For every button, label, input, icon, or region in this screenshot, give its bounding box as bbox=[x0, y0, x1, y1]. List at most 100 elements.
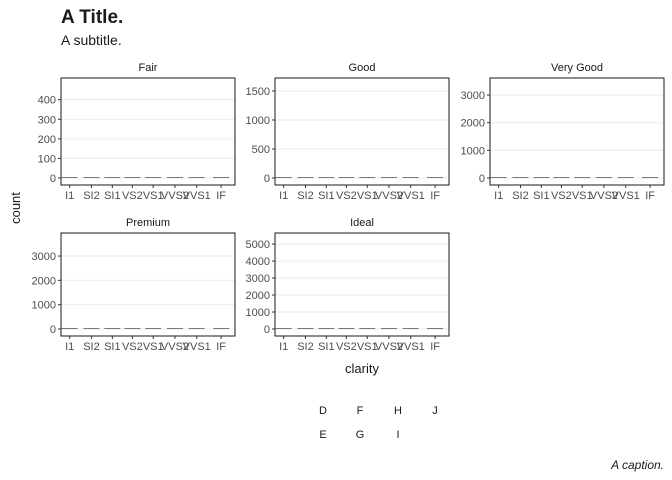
x-axis-title: clarity bbox=[345, 361, 379, 376]
panel-border-fair bbox=[60, 77, 236, 186]
bar-good-si2 bbox=[297, 177, 314, 178]
bar-fair-si1 bbox=[104, 177, 121, 178]
y-tick-label-very-good: 3000 bbox=[461, 90, 485, 102]
bar-very-good-vs2 bbox=[553, 177, 570, 178]
x-tick-label-good: I1 bbox=[279, 190, 288, 202]
x-tick-label-ideal: SI1 bbox=[318, 341, 335, 353]
bar-premium-i1 bbox=[61, 328, 78, 329]
facet-label-ideal: Ideal bbox=[350, 217, 374, 229]
x-tick-label-fair: I1 bbox=[65, 190, 74, 202]
x-tick-label-premium: VVS2 bbox=[161, 341, 189, 353]
panel-fair bbox=[61, 78, 235, 185]
x-tick-label-fair: VS2 bbox=[122, 190, 143, 202]
bar-very-good-vvs1 bbox=[617, 177, 634, 178]
x-tick-label-ideal: VVS1 bbox=[397, 341, 425, 353]
bar-premium-vs1 bbox=[145, 328, 162, 329]
x-tick-label-premium: IF bbox=[216, 341, 226, 353]
bar-fair-i1 bbox=[61, 177, 78, 178]
y-tick-label-fair: 300 bbox=[38, 114, 56, 126]
chart-title: A Title. bbox=[61, 7, 124, 28]
y-tick-label-good: 0 bbox=[264, 173, 270, 185]
x-tick-label-very-good: SI1 bbox=[533, 190, 550, 202]
bar-very-good-si2 bbox=[512, 177, 529, 178]
panel-border-premium bbox=[60, 232, 236, 337]
bar-fair-vs1 bbox=[145, 177, 162, 178]
bar-good-if bbox=[427, 177, 444, 178]
bar-ideal-vvs1 bbox=[402, 328, 419, 329]
x-tick-label-fair: SI1 bbox=[104, 190, 121, 202]
x-tick-label-ideal: IF bbox=[430, 341, 440, 353]
y-tick-label-ideal: 2000 bbox=[246, 290, 270, 302]
x-tick-label-very-good: I1 bbox=[494, 190, 503, 202]
y-tick-label-ideal: 4000 bbox=[246, 256, 270, 268]
panel-very-good bbox=[490, 78, 664, 185]
x-tick-label-good: SI1 bbox=[318, 190, 335, 202]
y-tick-label-good: 500 bbox=[252, 144, 270, 156]
y-tick-label-premium: 2000 bbox=[32, 275, 56, 287]
y-tick-label-premium: 3000 bbox=[32, 251, 56, 263]
x-tick-label-premium: SI1 bbox=[104, 341, 121, 353]
x-tick-label-good: IF bbox=[430, 190, 440, 202]
x-tick-label-ideal: SI2 bbox=[297, 341, 314, 353]
x-tick-label-fair: IF bbox=[216, 190, 226, 202]
bar-very-good-i1 bbox=[490, 177, 507, 178]
bar-ideal-si1 bbox=[318, 328, 335, 329]
bar-fair-vvs2 bbox=[166, 177, 183, 178]
panel-border-good bbox=[274, 77, 450, 186]
bar-very-good-vs1 bbox=[574, 177, 591, 178]
x-tick-label-good: VS2 bbox=[336, 190, 357, 202]
x-tick-label-premium: VVS1 bbox=[183, 341, 211, 353]
y-tick-label-fair: 200 bbox=[38, 134, 56, 146]
x-tick-label-fair: VVS1 bbox=[183, 190, 211, 202]
bar-ideal-i1 bbox=[275, 328, 292, 329]
x-tick-label-ideal: I1 bbox=[279, 341, 288, 353]
bar-fair-vvs1 bbox=[188, 177, 205, 178]
x-tick-label-good: VS1 bbox=[357, 190, 378, 202]
legend-entry-f: F bbox=[357, 405, 364, 417]
bar-fair-vs2 bbox=[124, 177, 141, 178]
x-tick-label-good: VVS2 bbox=[375, 190, 403, 202]
y-tick-label-ideal: 3000 bbox=[246, 273, 270, 285]
bar-ideal-si2 bbox=[297, 328, 314, 329]
y-tick-label-fair: 0 bbox=[50, 173, 56, 185]
bar-very-good-vvs2 bbox=[595, 177, 612, 178]
panel-premium bbox=[61, 233, 235, 336]
x-tick-label-ideal: VVS2 bbox=[375, 341, 403, 353]
chart-caption: A caption. bbox=[611, 458, 664, 472]
x-tick-label-very-good: VVS2 bbox=[590, 190, 618, 202]
y-tick-label-premium: 1000 bbox=[32, 300, 56, 312]
y-tick-label-very-good: 0 bbox=[479, 173, 485, 185]
legend-entry-h: H bbox=[394, 405, 402, 417]
panel-good bbox=[275, 78, 449, 185]
bar-ideal-vvs2 bbox=[380, 328, 397, 329]
x-tick-label-premium: VS2 bbox=[122, 341, 143, 353]
bar-fair-if bbox=[213, 177, 230, 178]
panel-border-ideal bbox=[274, 232, 450, 337]
x-tick-label-premium: VS1 bbox=[143, 341, 164, 353]
panel-ideal bbox=[275, 233, 449, 336]
y-tick-label-good: 1000 bbox=[246, 115, 270, 127]
bar-good-si1 bbox=[318, 177, 335, 178]
bar-very-good-si1 bbox=[533, 177, 550, 178]
chart-subtitle: A subtitle. bbox=[61, 32, 122, 48]
x-tick-label-very-good: SI2 bbox=[512, 190, 529, 202]
legend-entry-i: I bbox=[396, 429, 399, 441]
y-tick-label-fair: 400 bbox=[38, 95, 56, 107]
x-tick-label-very-good: IF bbox=[645, 190, 655, 202]
facet-label-good: Good bbox=[349, 62, 376, 74]
bar-good-i1 bbox=[275, 177, 292, 178]
bar-ideal-vs1 bbox=[359, 328, 376, 329]
facet-label-fair: Fair bbox=[139, 62, 158, 74]
facet-label-premium: Premium bbox=[126, 217, 170, 229]
y-tick-label-fair: 100 bbox=[38, 153, 56, 165]
bar-premium-vs2 bbox=[124, 328, 141, 329]
y-tick-label-good: 1500 bbox=[246, 86, 270, 98]
x-tick-label-fair: VVS2 bbox=[161, 190, 189, 202]
x-tick-label-fair: VS1 bbox=[143, 190, 164, 202]
x-tick-label-good: VVS1 bbox=[397, 190, 425, 202]
x-tick-label-ideal: VS1 bbox=[357, 341, 378, 353]
x-tick-label-premium: SI2 bbox=[83, 341, 100, 353]
x-tick-label-ideal: VS2 bbox=[336, 341, 357, 353]
bar-ideal-vs2 bbox=[338, 328, 355, 329]
